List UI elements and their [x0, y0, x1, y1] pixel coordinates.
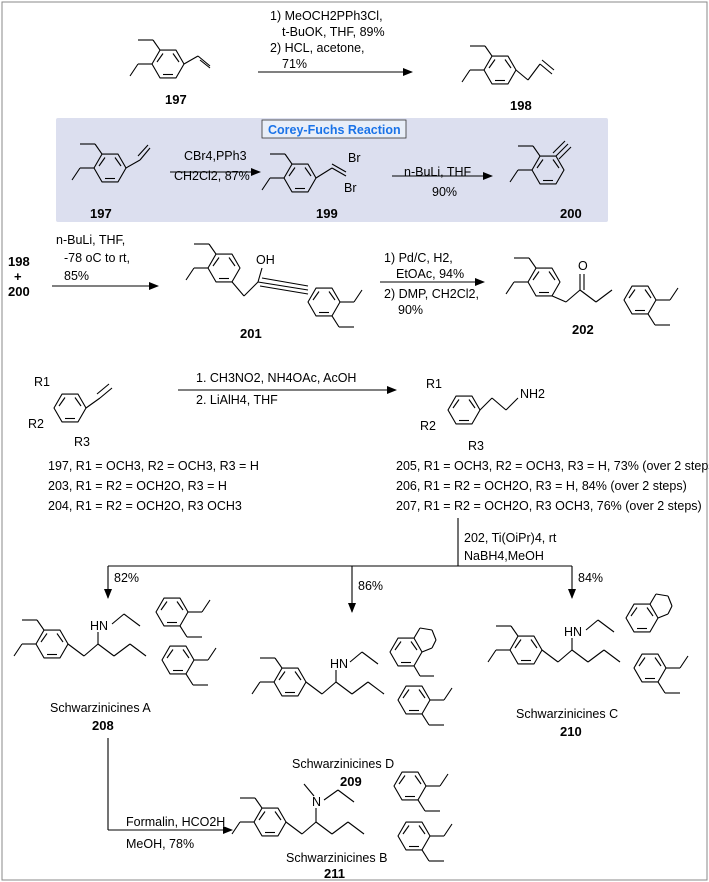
yield-210: 84% — [578, 571, 603, 585]
reagent-line: NaBH4,MeOH — [464, 549, 544, 563]
reagent-line: -78 oC to rt, — [64, 251, 130, 265]
reagent-line: EtOAc, 94% — [396, 267, 464, 281]
corey-fuchs-panel — [56, 118, 608, 222]
general-amine: R1 R2 R3 NH2 — [420, 377, 545, 453]
amine-n-label: N — [312, 795, 321, 809]
r2-label: R2 — [420, 419, 436, 433]
substituent-204: 204, R1 = R2 = OCH2O, R3 OCH3 — [48, 499, 242, 513]
amine-label: NH2 — [520, 387, 545, 401]
substituent-197: 197, R1 = OCH3, R2 = OCH3, R3 = H — [48, 459, 259, 473]
label-201: 201 — [240, 326, 262, 341]
reagent-line: 202, Ti(OiPr)4, rt — [464, 531, 557, 545]
compound-202: O 202 — [506, 258, 678, 337]
bromine-label: Br — [348, 151, 361, 165]
product-name-208: Schwarzinicines A — [50, 701, 151, 715]
compound-199: Br Br 199 — [262, 151, 361, 221]
r2-label: R2 — [28, 417, 44, 431]
general-aldehyde: R1 R2 R3 — [28, 375, 113, 449]
reagent-line: 85% — [64, 269, 89, 283]
yield-208: 82% — [114, 571, 139, 585]
compound-208: HN Schwarzinicines A 208 — [14, 598, 216, 733]
label-210: 210 — [560, 724, 582, 739]
amine-hn-label: HN — [90, 619, 108, 633]
reagent-line: 1) MeOCH2PPh3Cl, — [270, 9, 383, 23]
reagent-line: 90% — [398, 303, 423, 317]
bromine-label: Br — [344, 181, 357, 195]
compound-211: N Schwarzinicines B 211 — [232, 772, 452, 881]
reagent-line: Formalin, HCO2H — [126, 815, 225, 829]
compound-197-cf: 197 — [72, 144, 151, 221]
yield-209: 86% — [358, 579, 383, 593]
reagents-step1: 1) MeOCH2PPh3Cl, t-BuOK, THF, 89% 2) HCL… — [270, 9, 385, 71]
substituent-207: 207, R1 = R2 = OCH2O, R3 OCH3, 76% (over… — [396, 499, 702, 513]
corey-fuchs-title-box — [261, 119, 407, 139]
reagent-line: 71% — [282, 57, 307, 71]
reagent-line: CH2Cl2, 87% — [174, 169, 250, 183]
compound-198: 198 — [462, 46, 555, 113]
plus-sign: + — [14, 269, 22, 284]
reagent-line: n-BuLi, THF, — [56, 233, 125, 247]
reagent-line: 1) Pd/C, H2, — [384, 251, 453, 265]
substituent-203: 203, R1 = R2 = OCH2O, R3 = H — [48, 479, 227, 493]
reagent-line: CBr4,PPh3 — [184, 149, 247, 163]
reagent-line: 2) HCL, acetone, — [270, 41, 365, 55]
reagent-line: 2. LiAlH4, THF — [196, 393, 278, 407]
label-202: 202 — [572, 322, 594, 337]
label-211: 211 — [324, 866, 345, 881]
compound-210: HN Schwarzinicines C 210 — [488, 594, 688, 739]
corey-fuchs-title: Corey-Fuchs Reaction — [268, 123, 401, 137]
reagent-line: 90% — [432, 185, 457, 199]
r1-label: R1 — [426, 377, 442, 391]
product-name-210: Schwarzinicines C — [516, 707, 618, 721]
label-197-b: 197 — [90, 206, 112, 221]
label-198: 198 — [510, 98, 532, 113]
product-name-211: Schwarzinicines B — [286, 851, 387, 865]
label-200-b: 200 — [8, 284, 30, 299]
amine-hn-label: HN — [564, 625, 582, 639]
compound-200: 200 — [510, 140, 582, 221]
r1-label: R1 — [34, 375, 50, 389]
compound-201: OH 201 — [186, 244, 362, 341]
label-208: 208 — [92, 718, 114, 733]
label-209: 209 — [340, 774, 362, 789]
label-200: 200 — [560, 206, 582, 221]
ketone-oxygen-label: O — [578, 259, 588, 273]
reagent-line: 1. CH3NO2, NH4OAc, AcOH — [196, 371, 356, 385]
substituent-206: 206, R1 = R2 = OCH2O, R3 = H, 84% (over … — [396, 479, 687, 493]
reagent-line: 2) DMP, CH2Cl2, — [384, 287, 479, 301]
label-197-a: 197 — [165, 92, 187, 107]
reagent-line: MeOH, 78% — [126, 837, 194, 851]
compound-209: HN Schwarzinicines D 209 — [252, 628, 452, 789]
label-199: 199 — [316, 206, 338, 221]
substituent-205: 205, R1 = OCH3, R2 = OCH3, R3 = H, 73% (… — [396, 459, 709, 473]
amine-hn-label: HN — [330, 657, 348, 671]
coupling-reactants: 198 + 200 — [8, 254, 30, 299]
label-198-b: 198 — [8, 254, 30, 269]
reagent-line: n-BuLi, THF — [404, 165, 472, 179]
compound-197-top: 197 — [130, 40, 211, 107]
r3-label: R3 — [468, 439, 484, 453]
reagent-line: t-BuOK, THF, 89% — [282, 25, 385, 39]
product-name-209: Schwarzinicines D — [292, 757, 394, 771]
r3-label: R3 — [74, 435, 90, 449]
hydroxyl-label: OH — [256, 253, 275, 267]
